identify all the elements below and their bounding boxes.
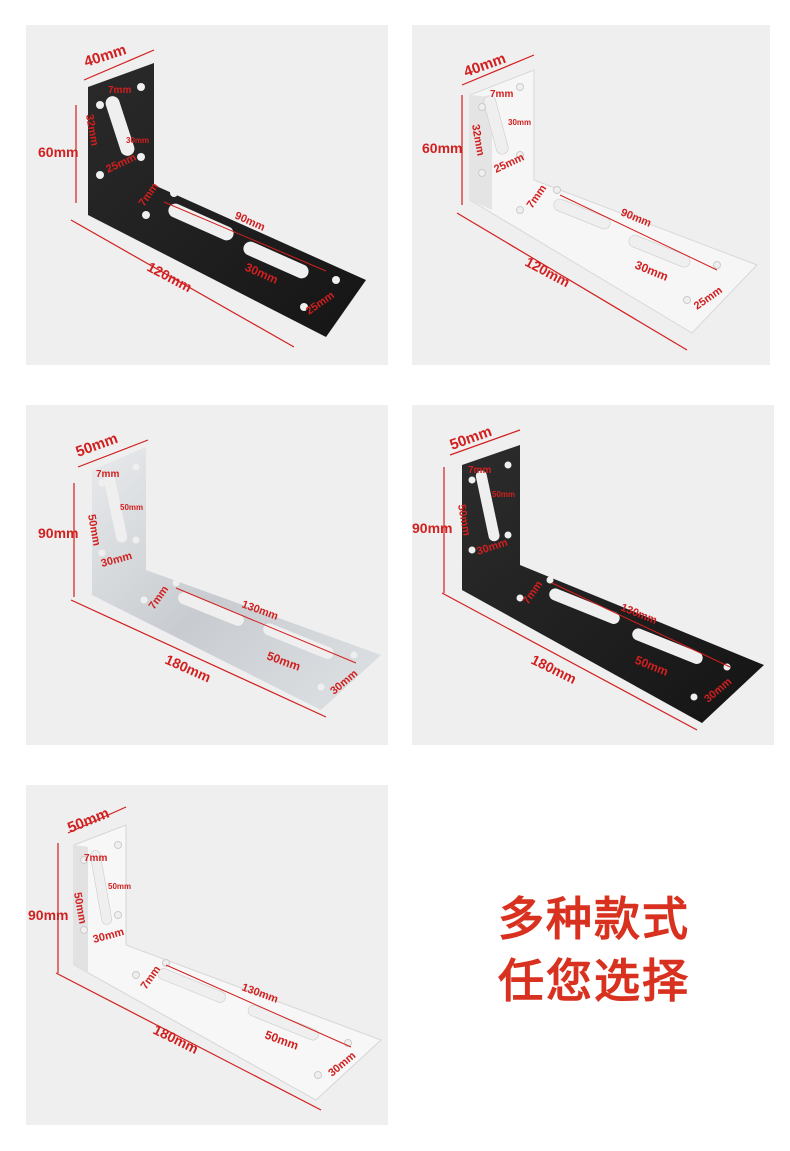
product-panel-4: 50mm 90mm 180mm 7mm 50mm 50mm 30mm 7mm 1… bbox=[412, 405, 774, 745]
vertical-slot bbox=[103, 473, 128, 543]
dim-length: 180mm bbox=[529, 651, 579, 687]
dim-slot-width-v: 7mm bbox=[84, 853, 107, 864]
horizontal-slot-1 bbox=[168, 203, 234, 241]
dim-slot-inner-v: 30mm bbox=[508, 118, 531, 127]
dim-slot-len-v: 50mm bbox=[85, 513, 102, 547]
bracket-black-large: 50mm 90mm 180mm 7mm 50mm 50mm 30mm 7mm 1… bbox=[412, 423, 764, 731]
horizontal-slot-2 bbox=[632, 628, 703, 664]
product-panel-3: 50mm 90mm 180mm 7mm 50mm 50mm 30mm 7mm 1… bbox=[26, 405, 388, 745]
product-panel-5: 50mm 90mm 180mm 7mm 50mm 50mm 30mm 7mm 1… bbox=[26, 785, 388, 1125]
dim-height: 90mm bbox=[412, 520, 452, 536]
product-panel-1: 40mm 60mm 120mm 7mm 32mm 30mm 25mm 7mm 9… bbox=[26, 25, 388, 365]
dim-height: 90mm bbox=[28, 907, 68, 923]
dim-slot-len-v: 32mm bbox=[83, 113, 100, 147]
dim-slot-width-v: 7mm bbox=[468, 465, 491, 476]
bracket-white-small: 40mm 60mm 120mm 7mm 32mm 30mm 25mm 7mm 9… bbox=[422, 50, 758, 351]
slogan-line-2: 任您选择 bbox=[498, 954, 690, 1008]
slogan: 多种款式 任您选择 bbox=[398, 888, 790, 1012]
dim-slot-len-v: 32mm bbox=[469, 123, 486, 157]
dim-slot-inner-v: 50mm bbox=[108, 882, 131, 891]
horizontal-slot-1 bbox=[553, 198, 611, 230]
vertical-slot bbox=[90, 850, 113, 925]
dim-length: 180mm bbox=[163, 651, 214, 685]
dim-length: 120mm bbox=[523, 254, 573, 291]
vertical-slot bbox=[105, 96, 135, 156]
bracket-silver-large: 50mm 90mm 180mm 7mm 50mm 50mm 30mm 7mm 1… bbox=[38, 430, 381, 718]
horizontal-slot-1 bbox=[157, 968, 226, 1003]
dim-slot-inner-v: 50mm bbox=[120, 503, 143, 512]
slogan-line-1: 多种款式 bbox=[498, 892, 690, 946]
bracket-body bbox=[73, 824, 382, 1101]
dim-slot-inner-v: 50mm bbox=[492, 490, 515, 499]
dim-width: 50mm bbox=[448, 423, 495, 454]
dim-height: 60mm bbox=[422, 140, 462, 156]
dim-slot-len-v: 50mm bbox=[71, 891, 88, 925]
vertical-slot bbox=[475, 470, 500, 542]
dim-height: 90mm bbox=[38, 525, 78, 541]
bracket-black-small: 40mm 60mm 120mm 7mm 32mm 30mm 25mm 7mm 9… bbox=[38, 41, 366, 348]
horizontal-slot-1 bbox=[549, 588, 620, 624]
dim-slot-width-v: 7mm bbox=[96, 469, 119, 480]
dim-slot-inner-v: 30mm bbox=[126, 136, 149, 145]
dim-width: 40mm bbox=[82, 41, 128, 71]
product-panel-2: 40mm 60mm 120mm 7mm 32mm 30mm 25mm 7mm 9… bbox=[412, 25, 770, 365]
dim-slot-width-v: 7mm bbox=[108, 85, 131, 96]
horizontal-slot-2 bbox=[628, 234, 691, 268]
dim-width: 50mm bbox=[74, 430, 121, 461]
dim-width: 50mm bbox=[65, 805, 112, 837]
vertical-slot bbox=[483, 95, 509, 155]
horizontal-slot-1 bbox=[178, 592, 244, 626]
dim-height: 60mm bbox=[38, 144, 78, 160]
bracket-body bbox=[92, 447, 381, 710]
dim-width: 40mm bbox=[462, 50, 509, 81]
dim-slot-len-v: 50mm bbox=[455, 503, 472, 537]
bracket-white-large: 50mm 90mm 180mm 7mm 50mm 50mm 30mm 7mm 1… bbox=[28, 805, 382, 1111]
horizontal-slot-2 bbox=[263, 623, 334, 659]
horizontal-slot-2 bbox=[243, 241, 309, 279]
dim-slot-width-v: 7mm bbox=[490, 89, 513, 100]
